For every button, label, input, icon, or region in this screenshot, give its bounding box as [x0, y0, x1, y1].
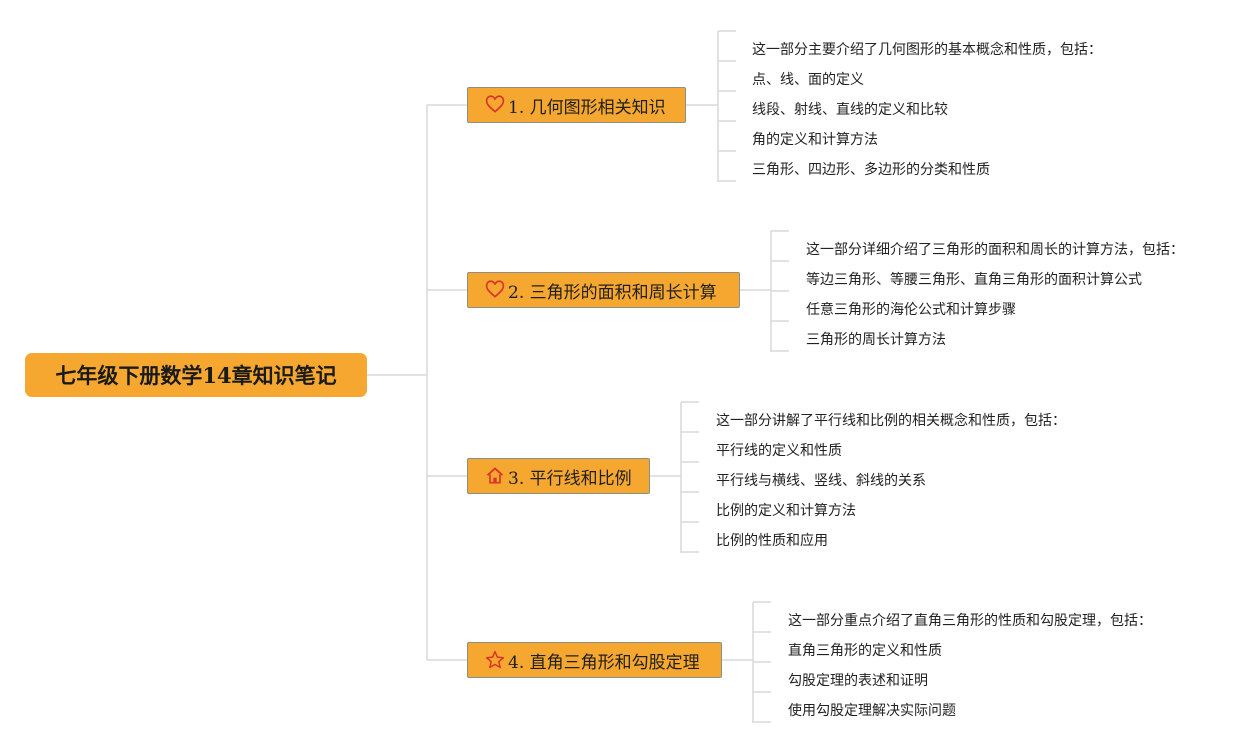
leaf-item[interactable]: 点、线、面的定义: [752, 72, 864, 88]
leaf-item[interactable]: 使用勾股定理解决实际问题: [788, 703, 956, 719]
branch-parallel-lines-ratio[interactable]: 3. 平行线和比例: [467, 458, 650, 494]
branch-geometry-basics[interactable]: 1. 几何图形相关知识: [467, 87, 686, 123]
root-topic[interactable]: 七年级下册数学14章知识笔记: [25, 353, 367, 397]
leaf-item[interactable]: 平行线的定义和性质: [716, 443, 842, 459]
branch-triangle-area-perimeter[interactable]: 2. 三角形的面积和周长计算: [467, 272, 740, 308]
heart-icon: [484, 279, 506, 301]
leaf-item[interactable]: 三角形的周长计算方法: [806, 332, 946, 348]
leaf-item[interactable]: 这一部分讲解了平行线和比例的相关概念和性质，包括：: [716, 413, 1066, 429]
branch-title: 4. 直角三角形和勾股定理: [508, 652, 700, 673]
leaf-item[interactable]: 比例的定义和计算方法: [716, 503, 856, 519]
leaf-item[interactable]: 三角形、四边形、多边形的分类和性质: [752, 162, 990, 178]
branch-title: 2. 三角形的面积和周长计算: [508, 282, 717, 303]
branch-title: 3. 平行线和比例: [508, 468, 632, 489]
heart-icon: [484, 94, 506, 116]
leaf-item[interactable]: 勾股定理的表述和证明: [788, 673, 928, 689]
leaf-item[interactable]: 等边三角形、等腰三角形、直角三角形的面积计算公式: [806, 272, 1142, 288]
leaf-item[interactable]: 这一部分重点介绍了直角三角形的性质和勾股定理，包括：: [788, 613, 1152, 629]
branch-title: 1. 几何图形相关知识: [508, 97, 666, 118]
leaf-item[interactable]: 这一部分详细介绍了三角形的面积和周长的计算方法，包括：: [806, 242, 1184, 258]
leaf-item[interactable]: 直角三角形的定义和性质: [788, 643, 942, 659]
leaf-item[interactable]: 任意三角形的海伦公式和计算步骤: [806, 302, 1016, 318]
house-icon: [484, 465, 506, 487]
star-icon: [484, 649, 506, 671]
branch-right-triangle-pythagoras[interactable]: 4. 直角三角形和勾股定理: [467, 642, 722, 678]
leaf-item[interactable]: 角的定义和计算方法: [752, 132, 878, 148]
leaf-item[interactable]: 比例的性质和应用: [716, 533, 828, 549]
leaf-item[interactable]: 线段、射线、直线的定义和比较: [752, 102, 948, 118]
leaf-item[interactable]: 这一部分主要介绍了几何图形的基本概念和性质，包括：: [752, 42, 1102, 58]
root-title: 七年级下册数学14章知识笔记: [55, 363, 337, 388]
leaf-item[interactable]: 平行线与横线、竖线、斜线的关系: [716, 473, 926, 489]
